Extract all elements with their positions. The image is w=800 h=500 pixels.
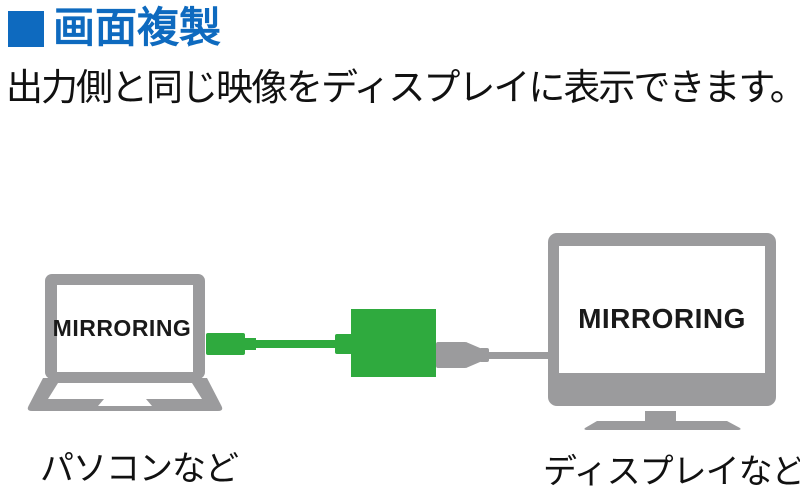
laptop-screen-text: MIRRORING <box>53 315 192 341</box>
monitor-stand-base <box>584 421 741 430</box>
usb-plug <box>206 333 245 355</box>
hdmi-cable <box>488 352 552 359</box>
hdmi-plug <box>436 342 467 368</box>
page-subtitle: 出力側と同じ映像をディスプレイに表示できます。 <box>6 67 800 108</box>
output-device-caption: ディスプレイなど <box>543 453 800 491</box>
monitor-stand-neck <box>645 411 676 423</box>
adapter-body <box>351 309 436 377</box>
laptop-screen <box>57 285 193 372</box>
usb-plug-neck <box>244 338 256 350</box>
page-header: 画面複製 <box>8 4 222 51</box>
hdmi-plug-neck <box>479 348 489 362</box>
monitor-screen <box>559 246 765 373</box>
monitor-screen-text: MIRRORING <box>578 303 746 334</box>
laptop-keyboard-deck <box>48 383 202 406</box>
page-title: 画面複製 <box>53 4 222 51</box>
usb-adapter <box>206 309 436 377</box>
source-device-caption: パソコンなど <box>40 450 239 488</box>
hdmi-plug-taper <box>466 342 480 368</box>
hdmi-connection <box>436 342 552 368</box>
adapter-strain-relief <box>335 334 353 354</box>
adapter-cable <box>254 340 338 348</box>
header-bullet-square-icon <box>8 11 44 48</box>
